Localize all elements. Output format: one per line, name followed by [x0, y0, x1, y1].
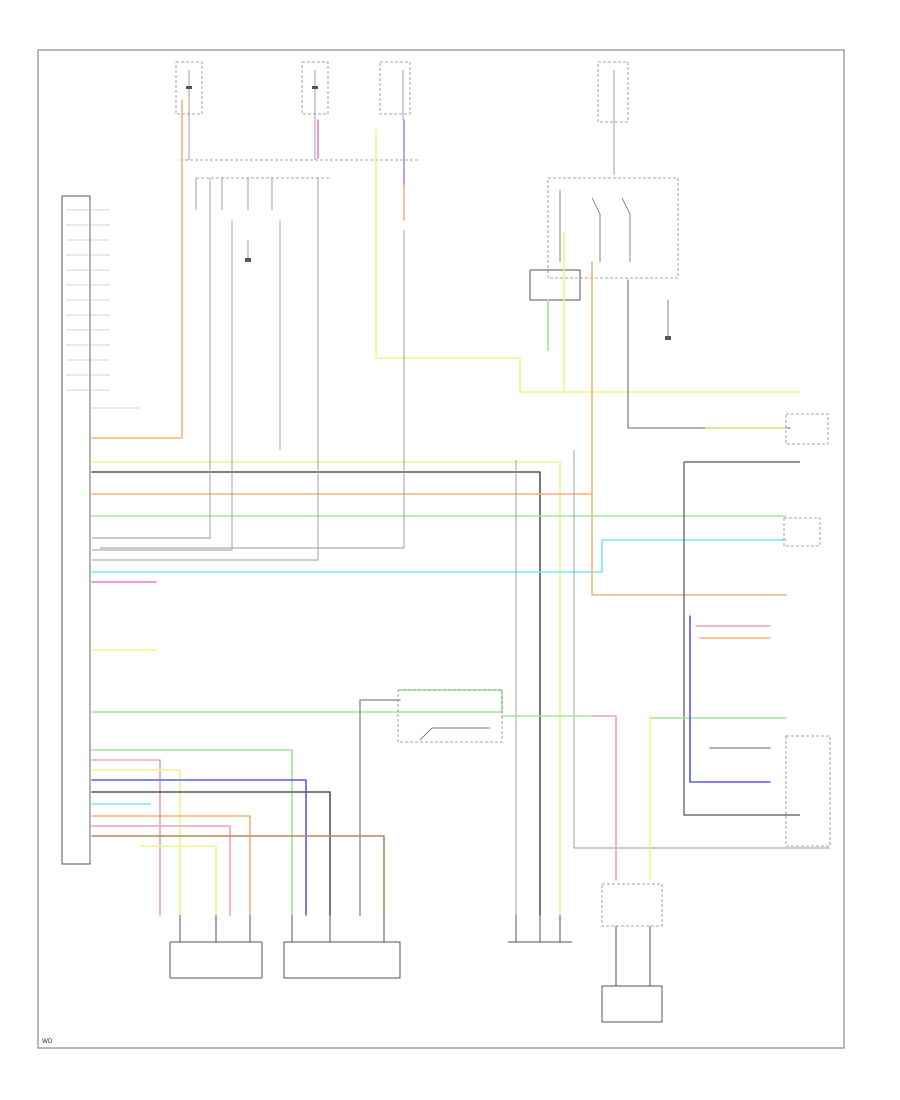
wire-thin-gray-3 [92, 178, 319, 561]
wire-thin-gray-2 [92, 220, 233, 551]
wire-yellow-upper [91, 461, 561, 916]
ecu-pin-rows [66, 209, 140, 409]
footer-code: WD [42, 1038, 53, 1045]
sensor-box-4 [601, 883, 663, 1023]
main-ecu-connector [61, 195, 91, 865]
right-module-bracket [649, 413, 831, 847]
fuse-box-3 [379, 61, 411, 120]
sensor-box-3 [508, 915, 572, 943]
wire-gray-main [91, 471, 541, 916]
wire-orange-relay [591, 261, 787, 596]
sensor-box-1 [169, 915, 263, 979]
wire-thin-gray-5 [100, 230, 405, 549]
wire-cyan-main [91, 539, 787, 573]
fuse-box-1 [175, 61, 203, 160]
lower-branch-wires [91, 689, 651, 916]
middle-switch-box [397, 689, 503, 743]
wire-yellow-long [375, 129, 801, 393]
wire-thin-gray-7 [573, 450, 830, 849]
diagram-frame [37, 49, 845, 1049]
splice-bus [180, 159, 420, 262]
wire-orange-ecu-top [91, 99, 183, 439]
sensor-box-2 [283, 915, 401, 979]
relay-block [529, 177, 679, 340]
wire-thin-gray-1 [92, 178, 211, 539]
wire-gray-relay [627, 279, 791, 429]
fuse-box-2 [301, 61, 329, 160]
fuse-box-4 [597, 61, 629, 175]
